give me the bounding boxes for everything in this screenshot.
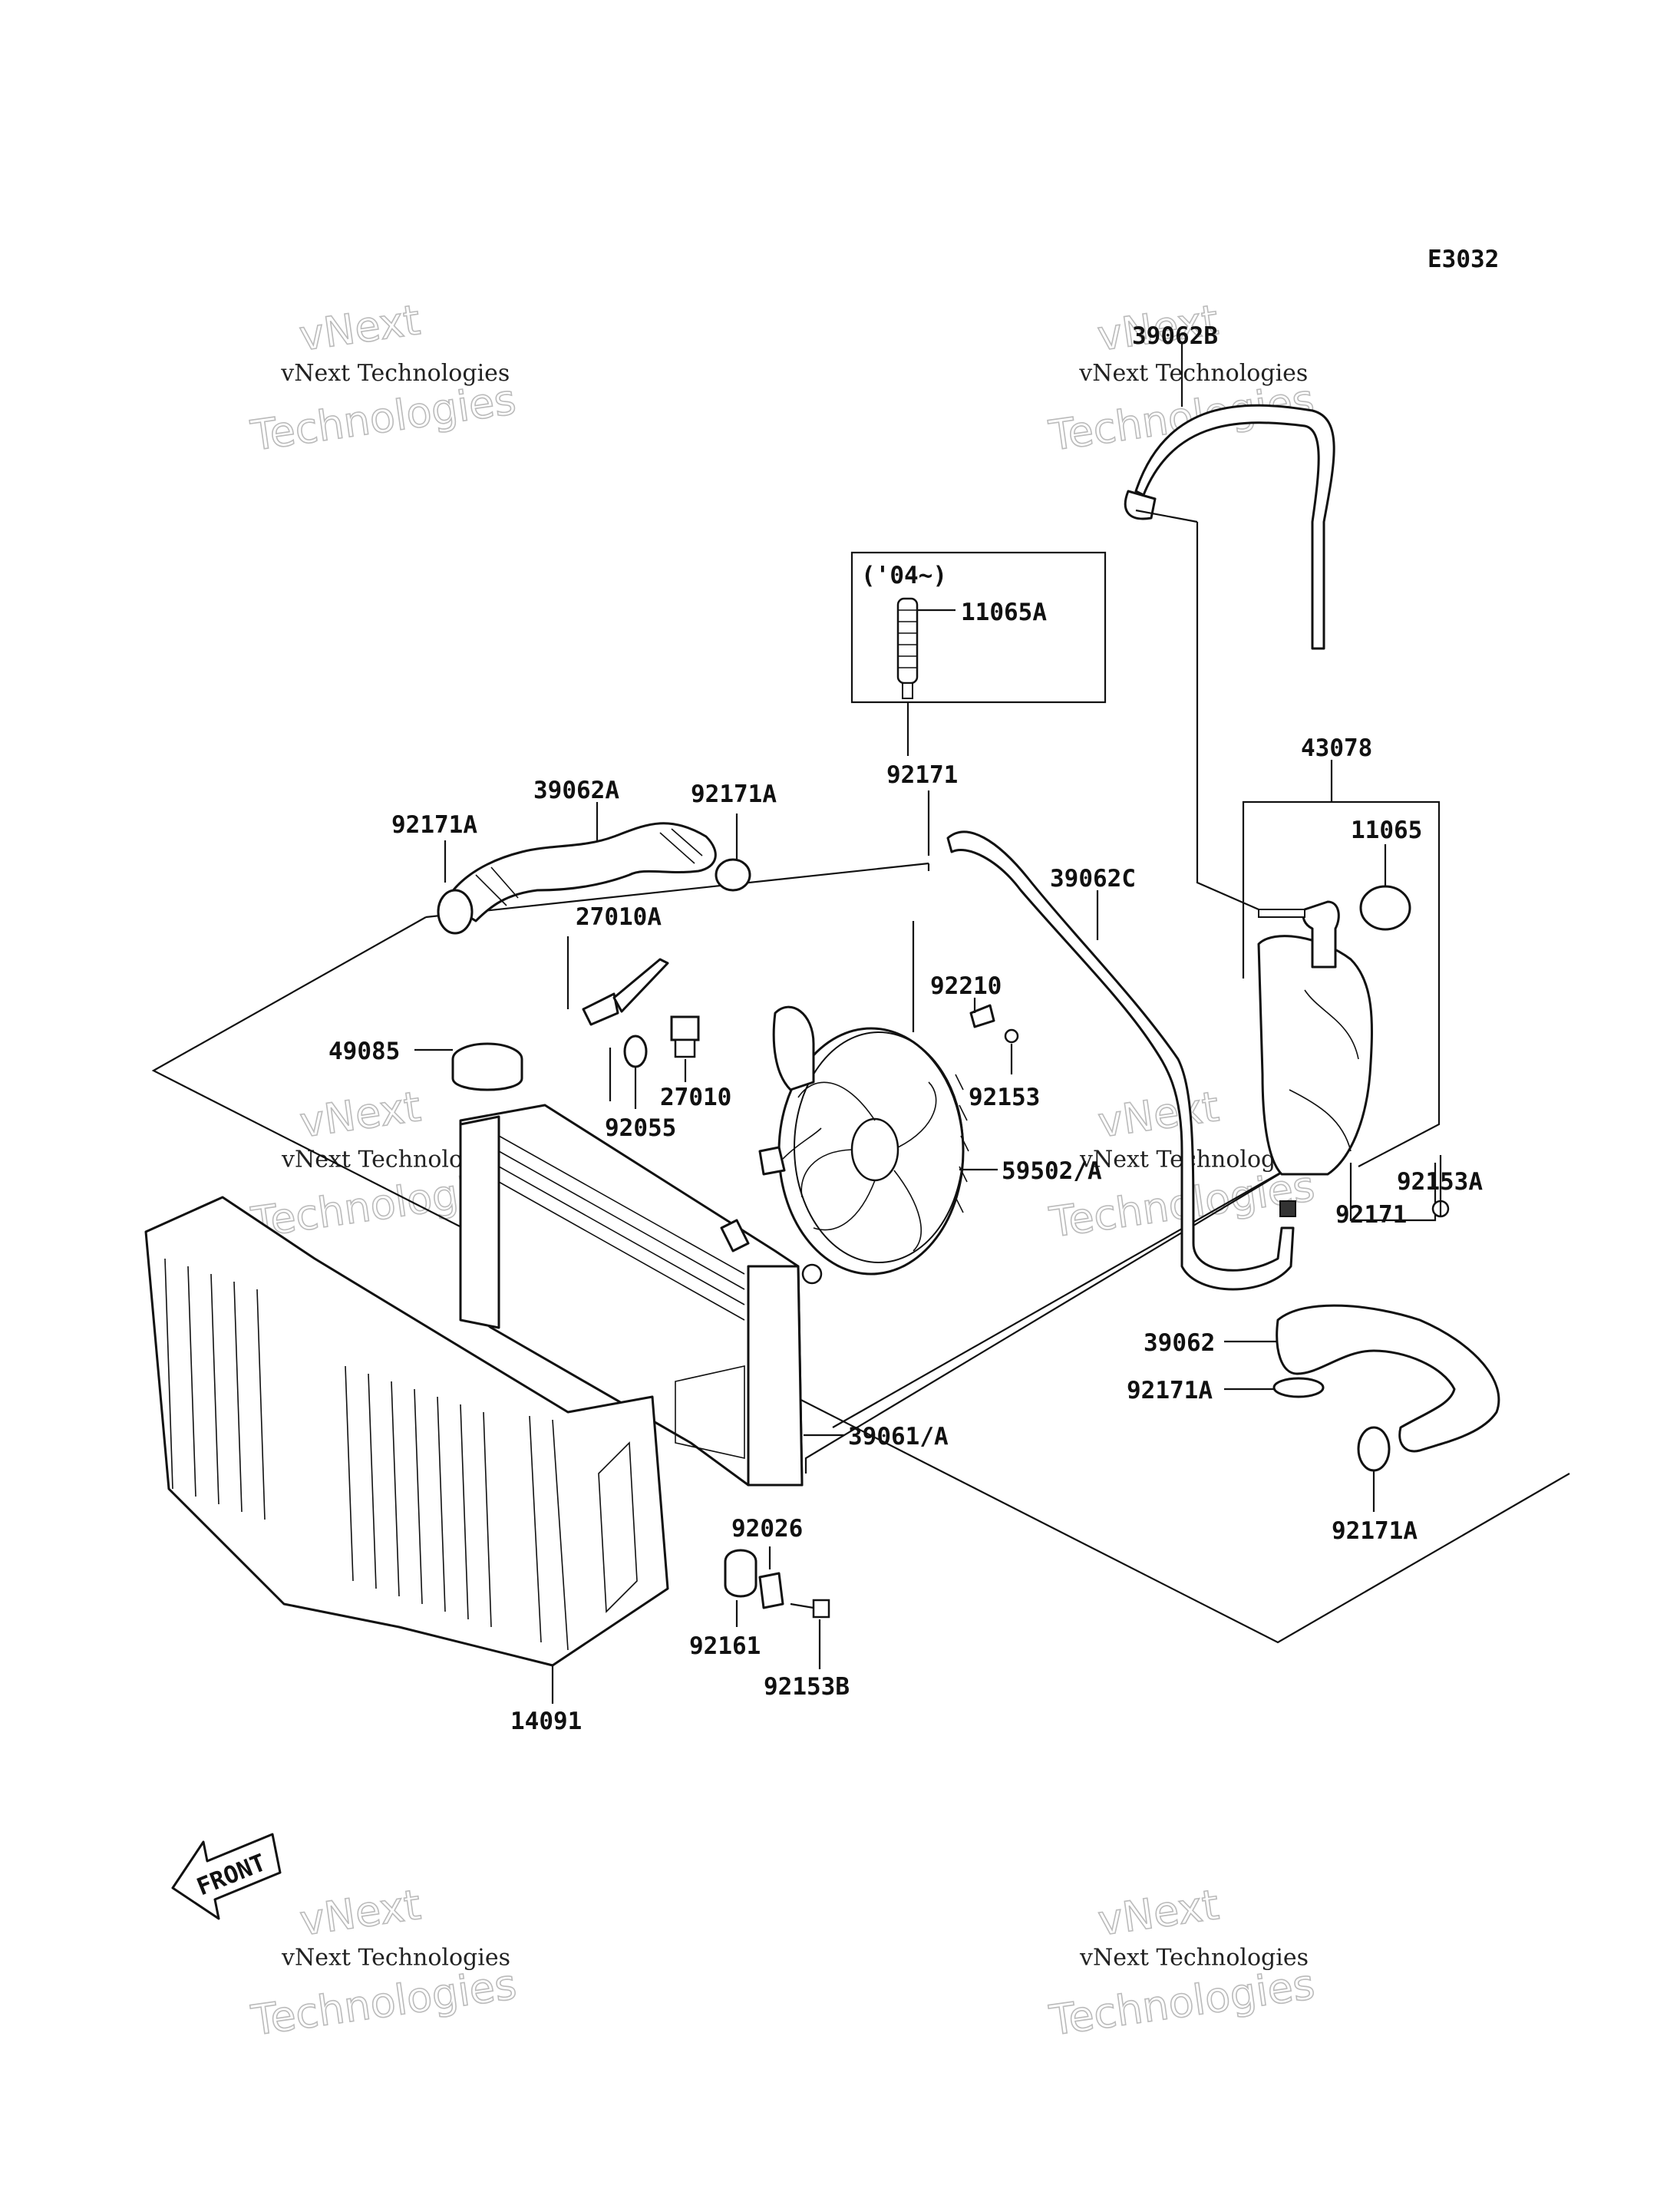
svg-text:vNext: vNext bbox=[297, 1082, 424, 1147]
variant-box-04: ('04~) bbox=[850, 551, 1107, 704]
label-92055: 92055 bbox=[605, 1114, 676, 1142]
watermark-top-left: vNext Technologies vNext Technologies bbox=[247, 295, 520, 460]
svg-text:vNext Technologies: vNext Technologies bbox=[281, 1945, 510, 1972]
label-92153: 92153 bbox=[969, 1084, 1040, 1111]
svg-text:vNext: vNext bbox=[297, 1880, 424, 1945]
hose-39062C bbox=[946, 830, 1296, 1291]
label-39061A: 39061/A bbox=[848, 1423, 949, 1450]
label-39062A: 39062A bbox=[533, 777, 619, 804]
svg-text:vNext Technologies: vNext Technologies bbox=[280, 360, 510, 387]
label-27010: 27010 bbox=[660, 1084, 731, 1111]
svg-text:Technologies: Technologies bbox=[248, 1960, 519, 2045]
leader-39062B-hose bbox=[1135, 509, 1198, 523]
label-43078: 43078 bbox=[1301, 734, 1372, 762]
label-92171-right: 92171 bbox=[1335, 1201, 1407, 1229]
label-92171A-top-mid: 92171A bbox=[691, 781, 777, 808]
label-92026: 92026 bbox=[731, 1515, 803, 1543]
bolt-92153B bbox=[790, 1599, 830, 1619]
hose-39062A bbox=[437, 822, 751, 935]
label-39062C: 39062C bbox=[1050, 865, 1136, 893]
sensor-27010 bbox=[670, 1015, 700, 1058]
radiator-39061A bbox=[459, 1104, 823, 1487]
leader-39062B-down bbox=[1196, 522, 1259, 911]
hose-39062 bbox=[1272, 1304, 1500, 1472]
bracket-43078 bbox=[1242, 800, 1441, 1167]
label-39062: 39062 bbox=[1144, 1329, 1215, 1357]
label-92210: 92210 bbox=[930, 972, 1002, 1000]
svg-text:vNext Technologies: vNext Technologies bbox=[1078, 360, 1308, 387]
front-arrow: FRONT bbox=[171, 1833, 282, 1920]
label-49085: 49085 bbox=[328, 1038, 400, 1065]
variant-box-label: ('04~) bbox=[861, 562, 947, 589]
svg-text:vNext Technologies: vNext Technologies bbox=[1079, 1945, 1309, 1972]
watermark-bottom-left: vNext Technologies vNext Technologies bbox=[248, 1880, 520, 2045]
diagram-code: E3032 bbox=[1428, 246, 1499, 273]
label-92171-top: 92171 bbox=[886, 761, 958, 789]
bolt-92153 bbox=[1004, 1028, 1019, 1044]
label-59502A: 59502/A bbox=[1002, 1157, 1102, 1185]
oring-92055 bbox=[623, 1035, 648, 1068]
cap-11065 bbox=[1359, 885, 1411, 931]
grommet-92161 bbox=[724, 1549, 757, 1598]
clamp-92171A-bottom-right bbox=[1357, 1426, 1391, 1472]
svg-text:Technologies: Technologies bbox=[248, 375, 519, 460]
label-11065: 11065 bbox=[1351, 817, 1422, 844]
bracket-92153A bbox=[1349, 1163, 1437, 1222]
clamp-92171-right bbox=[1279, 1200, 1296, 1217]
hose-39062B bbox=[1124, 404, 1335, 650]
clamp-92171A-mid bbox=[715, 858, 751, 892]
reservoir-43078 bbox=[1257, 885, 1411, 1176]
watermark-bottom-right: vNext Technologies vNext Technologies bbox=[1046, 1880, 1319, 2045]
svg-text:vNext: vNext bbox=[1095, 1880, 1222, 1945]
bellows-11065A bbox=[896, 597, 919, 699]
label-92171A-bottom-right: 92171A bbox=[1332, 1517, 1418, 1545]
label-92161: 92161 bbox=[689, 1632, 761, 1660]
fan-59502A bbox=[758, 1004, 1019, 1276]
label-11065A: 11065A bbox=[961, 599, 1047, 626]
radiator-cap-49085 bbox=[451, 1042, 523, 1091]
label-92171A-mid-right: 92171A bbox=[1127, 1377, 1213, 1404]
collar-92026 bbox=[758, 1572, 784, 1609]
label-92171A-top-left: 92171A bbox=[391, 811, 477, 839]
clamp-92171A-mid-right bbox=[1272, 1377, 1325, 1398]
svg-text:vNext: vNext bbox=[1095, 1082, 1222, 1147]
clamp-92171A-left bbox=[437, 889, 474, 935]
svg-text:vNext: vNext bbox=[296, 295, 423, 360]
svg-text:Technologies: Technologies bbox=[1046, 1960, 1317, 2045]
thermo-switch-27010A bbox=[582, 958, 669, 1026]
label-27010A: 27010A bbox=[576, 903, 662, 931]
label-39062B: 39062B bbox=[1132, 322, 1218, 350]
shroud-14091 bbox=[144, 1196, 669, 1667]
label-14091: 14091 bbox=[510, 1708, 582, 1735]
label-92153A: 92153A bbox=[1397, 1168, 1483, 1196]
label-92153B: 92153B bbox=[764, 1673, 850, 1701]
